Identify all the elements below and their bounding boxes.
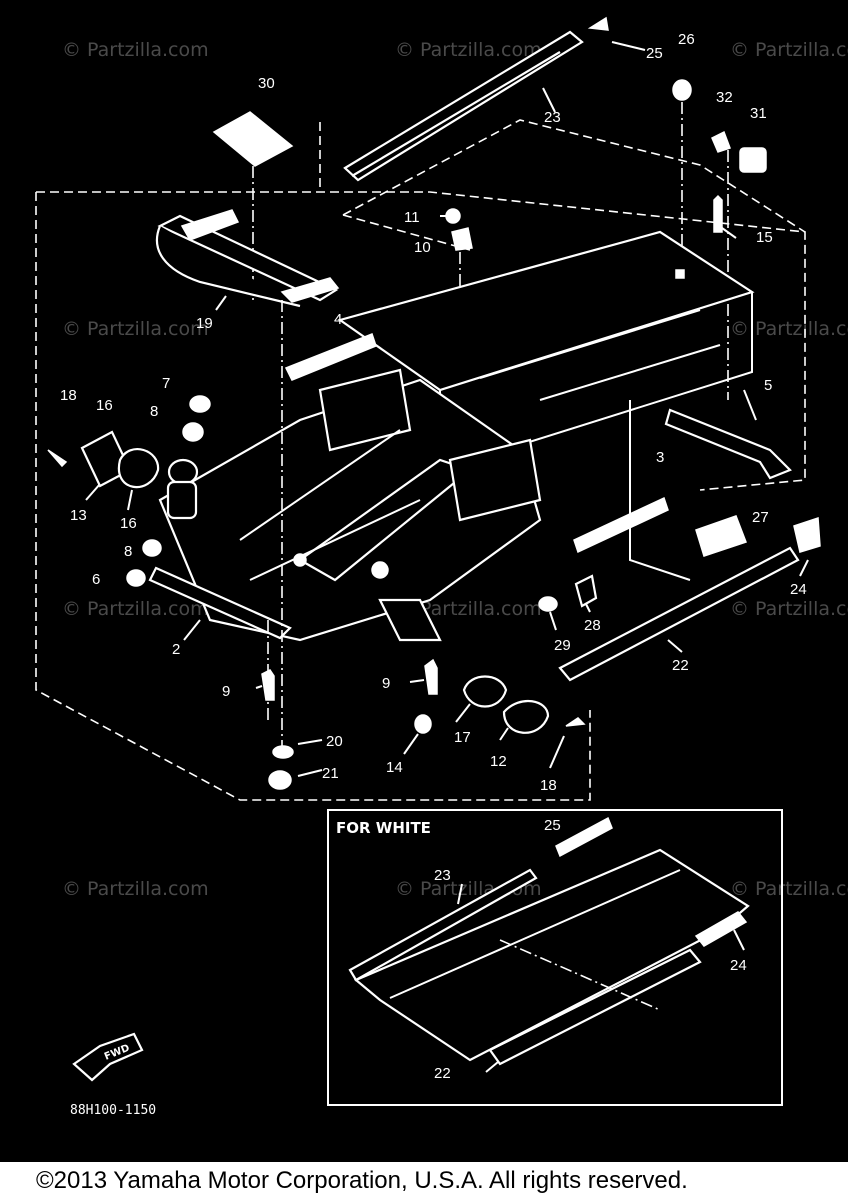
callout-5: 5 (764, 377, 772, 394)
callout-32: 32 (716, 89, 733, 106)
watermark: © Partzilla.com (730, 39, 848, 61)
callout-25-inset: 25 (544, 817, 561, 834)
part-27-22-24-trim (558, 515, 821, 682)
watermark: © Partzilla.com (62, 598, 209, 620)
callout-9: 9 (222, 683, 230, 700)
callout-3: 3 (656, 449, 664, 466)
assembly-outline (35, 119, 806, 801)
callout-11: 11 (404, 209, 420, 226)
watermark: © Partzilla.com (62, 318, 209, 340)
part-31-32-clip (711, 130, 767, 400)
part-4-bracket (284, 333, 377, 381)
callout-2: 2 (172, 641, 180, 658)
callout-18: 18 (540, 777, 557, 794)
part-26-grommet (672, 79, 692, 270)
watermark: © Partzilla.com (395, 39, 542, 61)
watermark: © Partzilla.com (395, 598, 542, 620)
callout-8: 8 (124, 543, 132, 560)
callout-26: 26 (678, 31, 695, 48)
inset-title: FOR WHITE (336, 819, 431, 837)
callout-10: 10 (414, 239, 431, 256)
callout-6: 6 (92, 571, 100, 588)
part-19-bumper (155, 209, 340, 308)
leader-lines (85, 215, 809, 777)
watermark: © Partzilla.com (62, 39, 209, 61)
callout-8: 8 (150, 403, 158, 420)
callout-19: 19 (196, 315, 213, 332)
callout-24-inset: 24 (730, 957, 747, 974)
part-25-cap (587, 16, 646, 51)
callout-29: 29 (554, 637, 571, 654)
part-3-bracket (573, 496, 669, 554)
callout-14: 14 (386, 759, 403, 776)
fwd-arrow: FWD (72, 1032, 144, 1082)
callout-7: 7 (162, 375, 170, 392)
part-code: 88H100-1150 (70, 1103, 156, 1118)
copyright-footer: ©2013 Yamaha Motor Corporation, U.S.A. A… (0, 1162, 848, 1200)
frame-tunnel (337, 230, 755, 581)
left-mount-parts (47, 395, 211, 587)
callout-4: 4 (334, 311, 342, 328)
callout-22-inset: 22 (434, 1065, 451, 1082)
callout-23-inset: 23 (434, 867, 451, 884)
callout-28: 28 (584, 617, 601, 634)
callout-16: 16 (120, 515, 137, 532)
callout-30: 30 (258, 75, 275, 92)
lower-fasteners (261, 300, 586, 790)
watermark: © Partzilla.com (62, 878, 209, 900)
part-28-29-hardware (538, 574, 598, 612)
part-23-rail (343, 30, 584, 182)
callout-16: 16 (96, 397, 113, 414)
copyright-text: ©2013 Yamaha Motor Corporation, U.S.A. A… (36, 1167, 688, 1194)
callouts: 30 25 26 23 32 31 11 10 15 19 4 5 7 18 1… (60, 31, 807, 1082)
callout-9: 9 (382, 675, 390, 692)
callout-20: 20 (326, 733, 343, 750)
callout-18: 18 (60, 387, 77, 404)
part-2-rail (148, 566, 292, 640)
callout-25: 25 (646, 45, 663, 62)
callout-31: 31 (750, 105, 767, 122)
part-5-bracket (664, 408, 792, 480)
callout-21: 21 (322, 765, 339, 782)
callout-12: 12 (490, 753, 507, 770)
frame-body (158, 368, 542, 642)
callout-15: 15 (756, 229, 773, 246)
callout-13: 13 (70, 507, 87, 524)
callout-17: 17 (454, 729, 471, 746)
watermark: © Partzilla.com (730, 878, 848, 900)
callout-24: 24 (790, 581, 807, 598)
callout-27: 27 (752, 509, 769, 526)
inset-for-white: FOR WHITE (327, 809, 783, 1106)
watermark: © Partzilla.com (730, 598, 848, 620)
callout-23: 23 (544, 109, 561, 126)
part-30-pad (212, 111, 294, 300)
callout-22: 22 (672, 657, 689, 674)
watermark: © Partzilla.com (730, 318, 848, 340)
